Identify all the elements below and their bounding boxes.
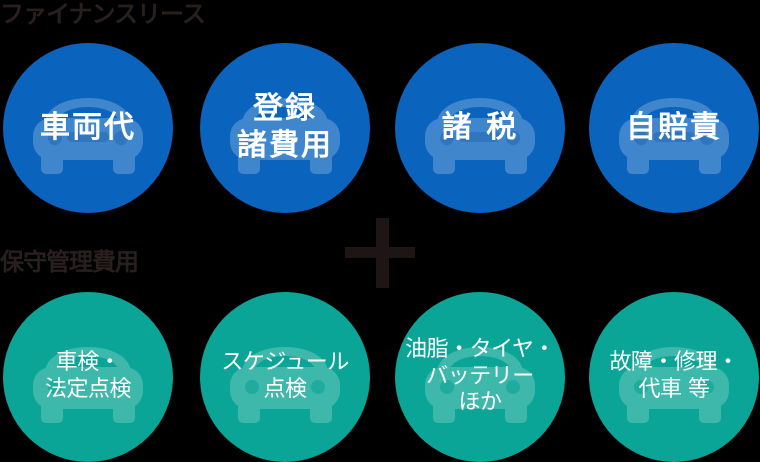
car-icon xyxy=(425,98,535,174)
circle-label-line: 油脂・タイヤ・ xyxy=(405,336,555,362)
circle-label-line: 点検 xyxy=(263,377,307,402)
plus-icon xyxy=(345,218,415,288)
circle-label-line: 車検・ xyxy=(55,350,121,376)
circle-label-line: 自賠責 xyxy=(626,109,722,145)
circle-label-line: 車両代 xyxy=(40,109,136,145)
circle-label-line: 法定点検 xyxy=(44,377,132,402)
finance-item-vehicle-cost: 車両代 xyxy=(3,43,173,213)
maintenance-item-inspection: 車検・ 法定点検 xyxy=(3,292,173,462)
car-icon xyxy=(230,98,340,174)
car-icon xyxy=(425,347,535,423)
finance-item-taxes: 諸 税 xyxy=(395,43,565,213)
maintenance-item-repair-loaner: 故障・修理・ 代車 等 xyxy=(589,292,759,462)
circle-label-line: ほか xyxy=(458,390,502,416)
circle-label-line: 故障・修理・ xyxy=(609,350,739,376)
car-icon xyxy=(619,98,729,174)
circle-label-line: 代車 等 xyxy=(638,377,710,402)
car-icon xyxy=(33,347,143,423)
circle-label-line: 登録 xyxy=(253,91,317,127)
finance-item-registration-fees: 登録 諸費用 xyxy=(200,43,370,213)
circle-label-line: 諸 税 xyxy=(441,109,519,145)
circle-label-line: バッテリー xyxy=(426,363,534,389)
car-icon xyxy=(33,98,143,174)
car-icon xyxy=(619,347,729,423)
circle-label-line: スケジュール xyxy=(221,350,349,376)
maintenance-item-scheduled-check: スケジュール 点検 xyxy=(200,292,370,462)
maintenance-cost-heading: 保守管理費用 xyxy=(0,248,139,276)
finance-item-liability-insurance: 自賠責 xyxy=(589,43,759,213)
car-icon xyxy=(230,347,340,423)
maintenance-item-oil-tires-battery: 油脂・タイヤ・ バッテリー ほか xyxy=(395,292,565,462)
circle-label-line: 諸費用 xyxy=(237,128,333,163)
finance-lease-heading: ファイナンスリース xyxy=(0,0,206,28)
